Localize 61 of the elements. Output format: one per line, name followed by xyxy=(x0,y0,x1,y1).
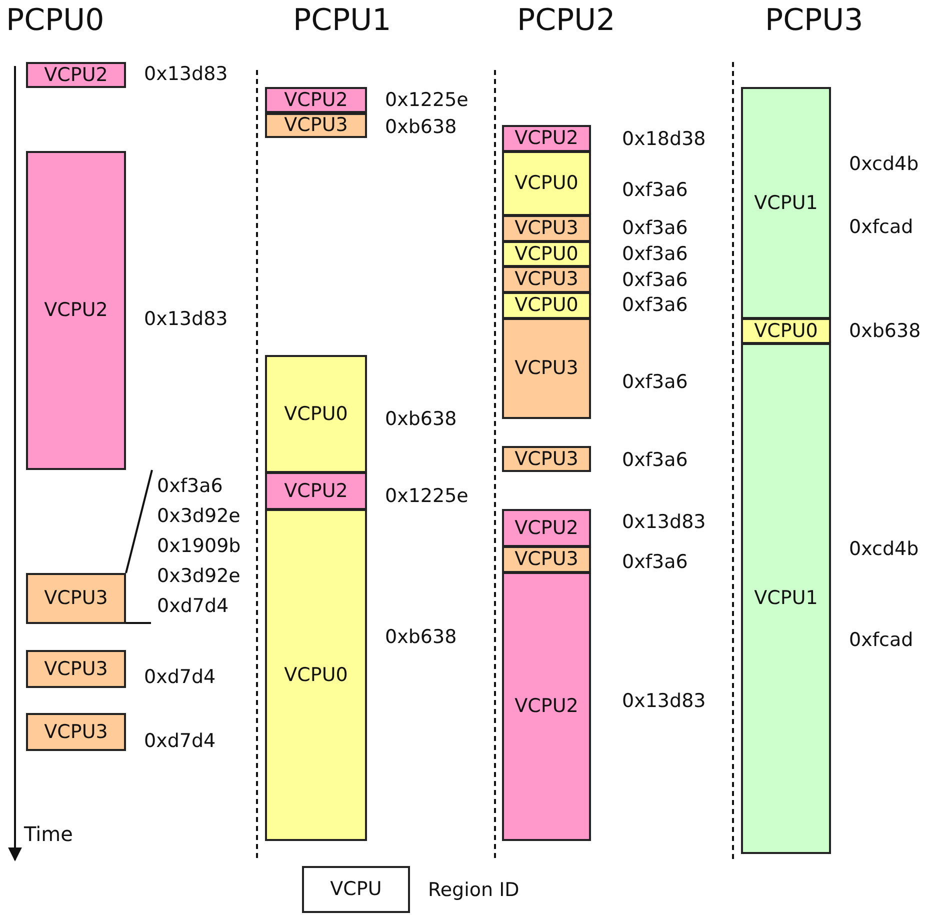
region-id-text: 0xf3a6 xyxy=(622,451,688,470)
vcpu-label: VCPU3 xyxy=(44,589,108,608)
vcpu-label: VCPU2 xyxy=(44,66,108,84)
region-id-text: 0xb638 xyxy=(385,628,457,647)
region-id-text: 0xf3a6 xyxy=(622,181,688,200)
vcpu-label: VCPU2 xyxy=(284,90,348,110)
region-id-text: 0xfcad xyxy=(849,218,914,237)
vcpu-label: VCPU3 xyxy=(44,660,108,678)
region-id-text: 0xf3a6 xyxy=(622,245,688,264)
vcpu-label: VCPU3 xyxy=(284,116,348,135)
region-id-text: 0xfcad xyxy=(849,631,914,650)
region-id-text: 0xcd4b xyxy=(849,540,919,559)
region-id-text: 0xd7d4 xyxy=(157,597,229,616)
region-id-text: 0x18d38 xyxy=(622,130,706,149)
column-heading: PCPU3 xyxy=(765,6,864,36)
region-id-text: 0x1225e xyxy=(385,487,468,506)
vcpu-label: VCPU0 xyxy=(514,174,578,193)
vcpu-label: VCPU3 xyxy=(514,270,578,289)
region-id-text: 0xf3a6 xyxy=(622,271,688,290)
region-id-text: 0x13d83 xyxy=(622,692,706,711)
region-id-text: 0x13d83 xyxy=(144,310,228,329)
region-id-text: 0xf3a6 xyxy=(622,219,688,238)
axis-label: Time xyxy=(24,824,73,844)
region-id-text: 0x3d92e xyxy=(157,567,240,586)
vcpu-label: VCPU3 xyxy=(514,550,578,569)
vcpu-label: VCPU0 xyxy=(754,322,818,340)
region-id-text: 0xf3a6 xyxy=(622,296,688,315)
region-id-text: 0xf3a6 xyxy=(622,553,688,572)
vcpu-label: VCPU1 xyxy=(754,194,818,212)
vcpu-label: VCPU3 xyxy=(44,722,108,742)
vcpu-label: VCPU2 xyxy=(44,301,108,320)
vcpu-label: VCPU2 xyxy=(514,697,578,716)
vcpu-label: VCPU0 xyxy=(514,296,578,315)
column-heading: PCPU0 xyxy=(6,6,104,36)
legend-text: Region ID xyxy=(428,881,520,900)
vcpu-label: VCPU1 xyxy=(754,589,818,608)
region-id-text: 0x1909b xyxy=(157,537,241,556)
region-id-text: 0x3d92e xyxy=(157,507,240,526)
region-id-text: 0xcd4b xyxy=(849,155,919,174)
vcpu-label: VCPU2 xyxy=(514,129,578,148)
vcpu-label: VCPU2 xyxy=(514,518,578,538)
region-id-text: 0xd7d4 xyxy=(144,668,216,687)
vcpu-label: VCPU xyxy=(330,880,382,899)
vcpu-label: VCPU0 xyxy=(284,666,348,684)
region-id-text: 0x13d83 xyxy=(144,65,228,84)
column-heading: PCPU2 xyxy=(517,6,616,36)
region-id-text: 0xd7d4 xyxy=(144,732,216,751)
region-id-text: 0x1225e xyxy=(385,91,468,110)
vcpu-label: VCPU2 xyxy=(284,482,348,500)
region-id-text: 0xb638 xyxy=(385,118,457,137)
vcpu-label: VCPU3 xyxy=(514,359,578,378)
vcpu-label: VCPU3 xyxy=(514,219,578,238)
region-id-text: 0xf3a6 xyxy=(157,477,223,496)
vcpu-label: VCPU0 xyxy=(514,244,578,264)
region-id-text: 0xb638 xyxy=(849,322,921,341)
vcpu-label: VCPU3 xyxy=(514,450,578,468)
region-id-text: 0xf3a6 xyxy=(622,373,688,392)
region-id-text: 0xb638 xyxy=(385,410,457,429)
column-heading: PCPU1 xyxy=(293,6,392,36)
region-id-text: 0x13d83 xyxy=(622,513,706,532)
vcpu-label: VCPU0 xyxy=(284,404,348,424)
